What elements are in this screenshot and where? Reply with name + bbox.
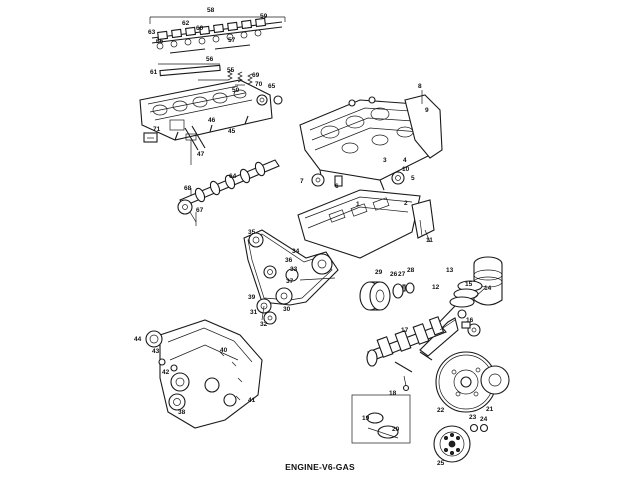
callout-42: 42 [162,369,170,376]
callout-8: 8 [418,83,422,90]
camshaft [177,133,280,223]
callout-61: 61 [150,69,158,76]
callout-38: 38 [178,409,186,416]
callout-22: 22 [437,407,445,414]
engine-block [297,90,443,259]
callout-32: 32 [260,321,268,328]
callout-71: 71 [153,126,161,133]
callout-66: 66 [156,38,164,45]
callout-labels: 58 63 66 62 60 57 59 56 61 55 69 70 50 6… [134,7,494,467]
callout-12: 12 [432,284,440,291]
callout-14: 14 [484,285,492,292]
callout-65: 65 [268,83,276,90]
callout-59: 59 [260,13,268,20]
crankshaft [366,316,481,392]
callout-58: 58 [207,7,215,14]
callout-56: 56 [206,56,214,63]
callout-21: 21 [486,406,494,413]
callout-41: 41 [248,397,256,404]
cylinder-head [139,69,283,151]
callout-35: 35 [248,229,256,236]
callout-68: 68 [184,185,192,192]
callout-24: 24 [480,416,488,423]
callout-47: 47 [197,151,205,158]
callout-11: 11 [426,237,433,244]
callout-20: 20 [392,426,400,433]
callout-36: 36 [285,257,293,264]
callout-2: 2 [404,200,408,207]
callout-26: 26 [390,271,398,278]
callout-13: 13 [446,267,454,274]
callout-31: 31 [250,309,258,316]
callout-50: 50 [232,87,240,94]
callout-46: 46 [208,117,216,124]
callout-63: 63 [148,29,156,36]
callout-7: 7 [300,178,304,185]
callout-9: 9 [425,107,429,114]
rocker-arm-assembly [149,16,286,77]
flywheel [435,351,510,413]
callout-60: 60 [196,25,204,32]
callout-27: 27 [398,271,406,278]
callout-3: 3 [383,157,387,164]
callout-4: 4 [403,157,407,164]
callout-33: 33 [290,266,298,273]
callout-18: 18 [389,390,397,397]
callout-15: 15 [465,281,473,288]
leader-lines [190,79,486,331]
callout-44: 44 [134,336,142,343]
callout-10: 10 [402,166,410,173]
flexplate [433,423,489,463]
callout-57: 57 [228,37,236,44]
callout-29: 29 [375,269,383,276]
callout-30: 30 [283,306,291,313]
callout-17: 17 [401,327,409,334]
diagram-caption: ENGINE-V6-GAS [285,462,355,472]
callout-67: 67 [196,207,204,214]
timing-belt [243,229,339,325]
piston-assembly [419,256,503,357]
callout-37: 37 [286,278,294,285]
callout-39: 39 [248,294,256,301]
callout-43: 43 [152,348,160,355]
callout-19: 19 [362,415,370,422]
callout-69: 69 [252,72,260,79]
callout-64: 64 [229,173,237,180]
inset-parts-box [351,394,411,444]
crankshaft-pulley [359,281,415,311]
timing-cover [145,319,263,429]
callout-16: 16 [466,317,474,324]
callout-40: 40 [220,347,228,354]
callout-70: 70 [255,81,263,88]
callout-5: 5 [411,175,415,182]
callout-23: 23 [469,414,477,421]
callout-25: 25 [437,460,445,467]
callout-1: 1 [356,201,360,208]
callout-28: 28 [407,267,415,274]
callout-6: 6 [335,183,339,190]
callout-62: 62 [182,20,190,27]
callout-55: 55 [227,67,235,74]
callout-45: 45 [228,128,236,135]
callout-34: 34 [292,248,300,255]
